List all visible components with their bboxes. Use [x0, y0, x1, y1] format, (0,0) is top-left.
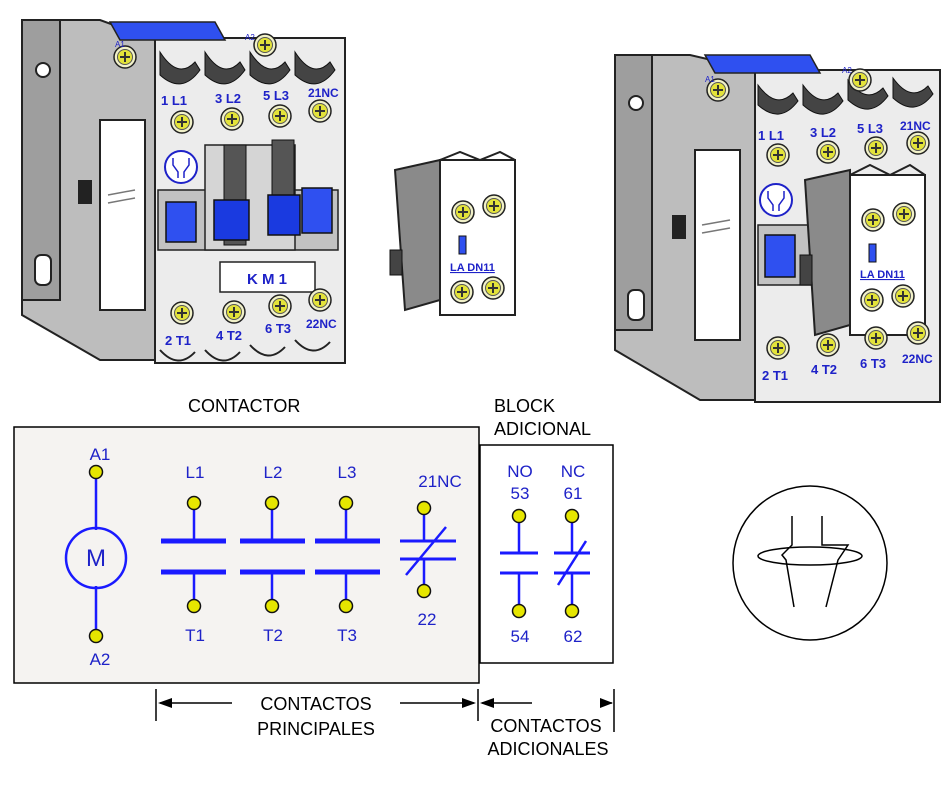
nc-21-label: 21NC	[418, 472, 461, 491]
nc-22-label: 22	[418, 610, 437, 629]
left-coil-a2-label: A2	[245, 33, 255, 42]
right-coil-a1-label: A1	[705, 75, 715, 84]
aux-no-contact: NO 53 54	[500, 462, 538, 646]
aux-contacts-dimension: CONTACTOS ADICIONALES	[480, 689, 615, 759]
left-term-label-3: 3 L2	[215, 91, 241, 106]
aux-nc-label: NC	[561, 462, 586, 481]
block-title-line1: BLOCK	[494, 396, 555, 416]
aux-block-panel	[479, 444, 614, 664]
right-term-label-3: 3 L2	[810, 125, 836, 140]
right-term-label-1: 1 L1	[758, 128, 784, 143]
left-term-label-2: 2 T1	[165, 333, 191, 348]
t3-label: T3	[337, 626, 357, 645]
left-term-label-6: 6 T3	[265, 321, 291, 336]
l1-label: L1	[186, 463, 205, 482]
t1-label: T1	[185, 626, 205, 645]
right-term-label-22nc: 22NC	[902, 352, 933, 366]
main-contact-l2: L2 T2	[240, 463, 305, 645]
main-contacts-label-line2: PRINCIPALES	[257, 719, 375, 739]
logo-symbol-large	[732, 485, 888, 641]
right-term-label-4: 4 T2	[811, 362, 837, 377]
aux-contacts-label-line2: ADICIONALES	[487, 739, 608, 759]
left-term-label-4: 4 T2	[216, 328, 242, 343]
coil-a1-label: A1	[90, 445, 111, 464]
right-aux-block-model: LA DN11	[860, 269, 905, 281]
aux-62-label: 62	[564, 627, 583, 646]
coil-a2-label: A2	[90, 650, 111, 669]
main-contacts-label-line1: CONTACTOS	[260, 694, 371, 714]
aux-61-label: 61	[564, 484, 583, 503]
coil-symbol-letter: M	[86, 545, 106, 572]
right-term-label-6: 6 T3	[860, 356, 886, 371]
left-coil-a1-label: A1	[115, 40, 125, 49]
main-contact-l1: L1 T1	[161, 463, 226, 645]
contactor-device-left: A1 A2 1 L1 3 L2 5 L3 21NC K M 1 2 T1 4	[21, 19, 346, 364]
contactor-title: CONTACTOR	[188, 396, 300, 416]
aux-contacts-label-line1: CONTACTOS	[490, 716, 601, 736]
main-contacts-dimension: CONTACTOS PRINCIPALES	[155, 689, 479, 739]
right-term-label-5: 5 L3	[857, 121, 883, 136]
main-contact-l3: L3 T3	[315, 463, 380, 645]
left-term-label-5: 5 L3	[263, 88, 289, 103]
t2-label: T2	[263, 626, 283, 645]
left-term-label-1: 1 L1	[161, 93, 187, 108]
coil-symbol: M A1 A2	[64, 445, 128, 669]
auxiliary-block-device: LA DN11	[389, 150, 516, 316]
contactor-device-right: A1 A2 1 L1 3 L2 5 L3 21NC LA DN11 2 T1 4…	[614, 54, 941, 403]
left-term-label-22nc: 22NC	[306, 317, 337, 331]
aux-no-label: NO	[507, 462, 533, 481]
aux-54-label: 54	[511, 627, 530, 646]
right-coil-a2-label: A2	[842, 66, 852, 75]
aux-block-model: LA DN11	[450, 262, 495, 274]
contactor-nc-contact: 21NC 22	[400, 472, 462, 629]
right-term-label-2: 2 T1	[762, 368, 788, 383]
l2-label: L2	[264, 463, 283, 482]
block-title-line2: ADICIONAL	[494, 419, 591, 439]
aux-53-label: 53	[511, 484, 530, 503]
right-term-label-21nc: 21NC	[900, 119, 931, 133]
contactor-panel	[13, 426, 480, 684]
left-term-label-21nc: 21NC	[308, 86, 339, 100]
l3-label: L3	[338, 463, 357, 482]
left-nameplate: K M 1	[247, 271, 287, 288]
aux-nc-contact: NC 61 62	[554, 462, 590, 646]
